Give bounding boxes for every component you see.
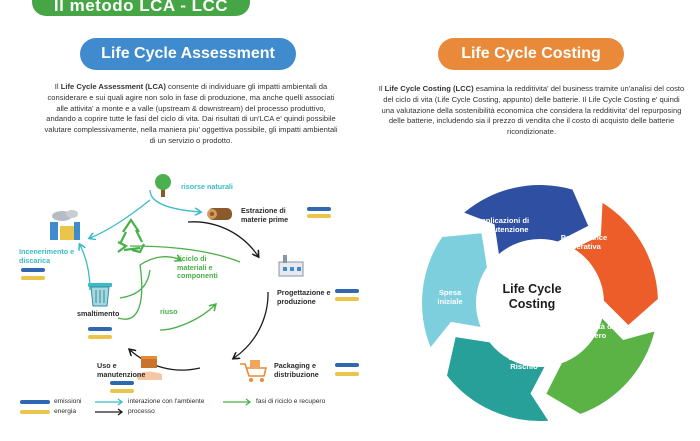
lcc-center-label: Life Cycle Costing: [502, 282, 562, 311]
label-progettazione: Progettazione e produzione: [277, 288, 331, 306]
cart-icon: [240, 360, 268, 382]
lcc-desc-text-2: esamina la redditivita' del business tra…: [381, 84, 685, 137]
wheel-center: [478, 241, 602, 365]
incinerator-icon: [50, 210, 80, 240]
segment-label-manutenzione: Implicazioni di manutenzione: [476, 216, 530, 234]
legend-energia: energia: [54, 408, 76, 415]
legend-arrow-icons: [95, 398, 124, 416]
logs-icon: [207, 208, 232, 220]
lcc-cycle-wheel: [422, 185, 658, 421]
emissioni-indicator: [307, 207, 331, 211]
wheel-segment: [573, 202, 658, 326]
process-cycle: [130, 221, 269, 371]
legend-emissioni: emissioni: [54, 398, 82, 405]
label-riciclo: riciclo di materiali e componenti: [177, 254, 218, 280]
lca-heading: Life Cycle Assessment: [80, 38, 296, 70]
lcc-heading: Life Cycle Costing: [438, 38, 624, 70]
legend-fasi: fasi di riciclo e recupero: [256, 398, 326, 405]
label-estrazione: Estrazione di materie prime: [241, 206, 289, 224]
tree-icon: [155, 174, 171, 197]
label-packaging: Packaging e distribuzione: [274, 361, 319, 379]
wheel-segment: [447, 337, 549, 421]
page-title: Il metodo LCA - LCC: [32, 0, 250, 16]
wheel-segment: [464, 185, 589, 254]
energia-indicator: [110, 389, 134, 393]
wheel-segment: [422, 233, 487, 348]
energia-indicator: [335, 372, 359, 376]
emissioni-indicator: [88, 327, 112, 331]
label-uso: Uso e manutenzione: [97, 361, 146, 379]
segment-label-esternalita: Esternalità di recupero: [566, 322, 614, 340]
lca-desc-bold: Life Cycle Assessment (LCA): [60, 82, 166, 91]
label-incenerimento: Incenerimento e discarica: [19, 247, 75, 265]
lcc-description: Il Life Cycle Costing (LCC) esamina la r…: [377, 84, 686, 138]
legend-interazione: interazione con l'ambiente: [128, 398, 205, 405]
recycle-icon: [117, 218, 145, 254]
lcc-desc-bold: Life Cycle Costing (LCC): [384, 84, 474, 93]
energia-indicator: [335, 297, 359, 301]
segment-label-performance: Performance operativa: [560, 233, 608, 251]
energia-indicator: [88, 335, 112, 339]
legend-energia-swatch: [20, 410, 50, 414]
emissioni-indicator: [335, 363, 359, 367]
segment-label-spesa: Spesa iniziale: [437, 288, 463, 306]
lca-desc-text-1: Il: [54, 82, 61, 91]
wheel-segment: [546, 318, 655, 414]
emissioni-indicator: [21, 268, 45, 272]
trash-bin-icon: [88, 283, 112, 307]
segment-label-valore: Valore vs Rischio: [507, 353, 541, 371]
label-riuso: riuso: [160, 307, 178, 316]
lca-desc-text-2: consente di individuare gli impatti ambi…: [44, 82, 338, 145]
emissioni-indicator: [335, 289, 359, 293]
lcc-desc-text-1: Il: [378, 84, 385, 93]
energia-indicator: [21, 276, 45, 280]
lca-description: Il Life Cycle Assessment (LCA) consente …: [44, 82, 338, 147]
legend-green-arrow-icon: [223, 398, 252, 406]
emissioni-indicator: [110, 381, 134, 385]
legend-emissioni-swatch: [20, 400, 50, 404]
legend-processo: processo: [128, 408, 155, 415]
label-risorse-naturali: risorse naturali: [181, 182, 233, 191]
label-smaltimento: smaltimento: [77, 309, 120, 318]
factory-icon: [278, 255, 304, 277]
lca-diagram: [50, 174, 304, 382]
energia-indicator: [307, 214, 331, 218]
hand-box-icon: [136, 356, 162, 380]
